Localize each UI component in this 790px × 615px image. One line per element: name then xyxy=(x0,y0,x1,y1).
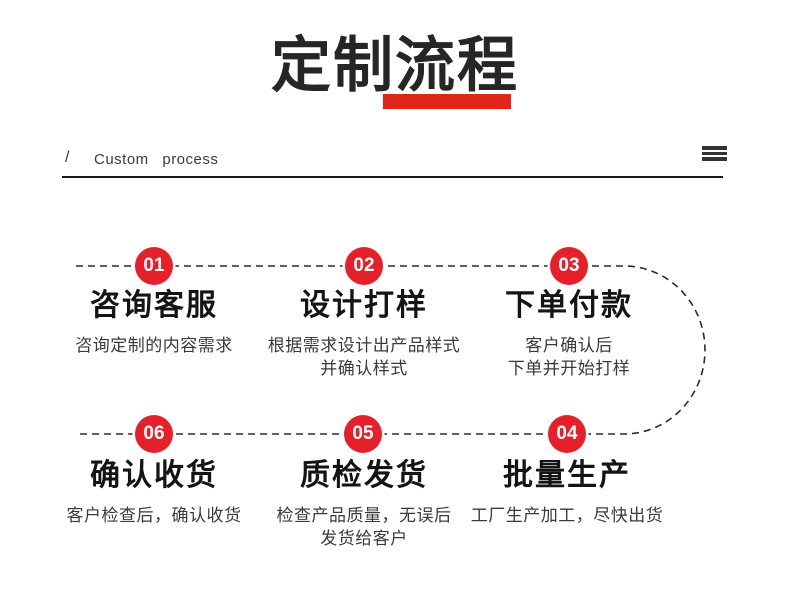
step-block-order-pay: 下单付款 客户确认后 下单并开始打样 xyxy=(439,288,699,380)
step-number-badge-04: 04 xyxy=(548,415,586,453)
hamburger-bar xyxy=(702,151,727,155)
step-title: 确认收货 xyxy=(90,459,218,492)
subtitle-slash: / xyxy=(65,149,70,166)
step-description: 客户确认后 下单并开始打样 xyxy=(507,336,631,378)
title-red-underline xyxy=(383,94,511,109)
step-number-badge-02: 02 xyxy=(345,247,383,285)
step-number-badge-03: 03 xyxy=(550,247,588,285)
step-title: 批量生产 xyxy=(503,459,631,492)
step-block-confirm-receipt: 确认收货 客户检查后，确认收货 xyxy=(24,458,284,527)
step-block-qc-ship: 质检发货 检查产品质量，无误后 发货给客户 xyxy=(234,458,494,550)
header-divider-line xyxy=(62,176,723,178)
page-title: 定制流程 xyxy=(271,32,519,99)
hamburger-bar xyxy=(702,146,727,150)
hamburger-bar xyxy=(702,157,727,161)
step-title: 质检发货 xyxy=(300,459,428,492)
subtitle-english: Custom process xyxy=(94,151,219,168)
step-description: 检查产品质量，无误后 发货给客户 xyxy=(276,506,452,548)
step-block-mass-production: 批量生产 工厂生产加工，尽快出货 xyxy=(437,458,697,527)
step-number-badge-01: 01 xyxy=(135,247,173,285)
step-title: 下单付款 xyxy=(505,289,633,322)
step-description: 工厂生产加工，尽快出货 xyxy=(470,506,664,525)
hamburger-menu-icon[interactable] xyxy=(702,146,727,163)
step-number-badge-05: 05 xyxy=(344,415,382,453)
step-description: 客户检查后，确认收货 xyxy=(66,506,242,525)
step-number-badge-06: 06 xyxy=(135,415,173,453)
